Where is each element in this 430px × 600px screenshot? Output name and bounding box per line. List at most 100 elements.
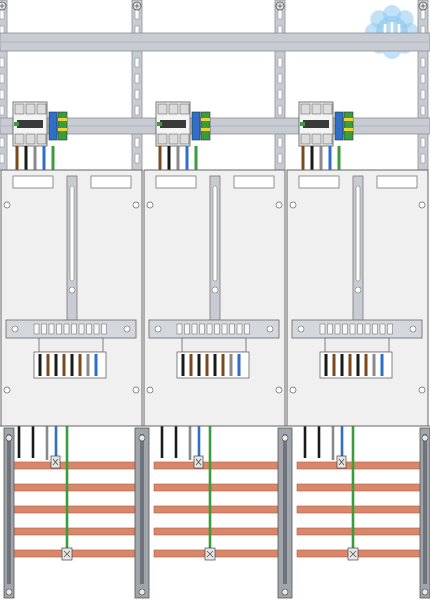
connector-pin xyxy=(357,323,363,335)
panel-hole xyxy=(146,201,154,209)
terminal-block-icon xyxy=(191,111,211,141)
bottom-rail xyxy=(419,427,430,599)
mount-slot xyxy=(69,185,75,282)
busbar xyxy=(10,483,137,492)
breaker-pole xyxy=(179,103,190,115)
mount-slot xyxy=(355,185,361,282)
rail-slot xyxy=(0,89,5,100)
connector-pin xyxy=(387,323,393,335)
label-window xyxy=(376,175,418,189)
wire-terminal-window xyxy=(319,351,393,379)
mount-hole xyxy=(354,286,362,294)
rail-slot xyxy=(0,153,5,164)
busbar xyxy=(153,461,280,470)
connector-pin xyxy=(244,323,250,335)
busbar xyxy=(153,549,280,558)
connector-pin xyxy=(349,323,356,335)
rail-slot xyxy=(277,137,283,148)
tag-mark xyxy=(349,550,357,558)
rail-slot xyxy=(134,57,140,68)
busbar xyxy=(296,483,423,492)
base-hole xyxy=(409,325,417,333)
connector-pin xyxy=(48,323,55,335)
rail-slot xyxy=(134,153,140,164)
rail-slot xyxy=(420,73,426,84)
breaker-pole xyxy=(300,133,311,145)
busbar xyxy=(296,461,423,470)
rail-slot xyxy=(134,89,140,100)
vertical-rail xyxy=(0,0,8,171)
connector-pin xyxy=(199,323,205,335)
screw-slot xyxy=(0,3,5,9)
busbar xyxy=(10,527,137,536)
terminal-blue xyxy=(191,111,201,141)
tag-mark xyxy=(338,458,345,466)
breaker-pole xyxy=(14,103,25,115)
terminal-block-icon xyxy=(334,111,354,141)
vertical-rail xyxy=(417,0,429,171)
panel-hole xyxy=(418,386,426,394)
busbar xyxy=(296,527,423,536)
terminal-stripe xyxy=(344,128,353,131)
connector-pin xyxy=(214,323,220,335)
screw-icon xyxy=(138,434,146,442)
screw-icon xyxy=(421,434,429,442)
connector-pin xyxy=(86,323,92,335)
breaker-pole xyxy=(36,103,47,115)
connector-pin xyxy=(236,323,243,335)
terminal-stripe xyxy=(58,118,67,121)
panel-hole xyxy=(275,386,283,394)
breaker-pole xyxy=(311,103,322,115)
n-tag-icon xyxy=(50,455,61,469)
breaker-toggle xyxy=(17,120,43,128)
rail-slot xyxy=(420,57,426,68)
rail-slot xyxy=(420,89,426,100)
field-left xyxy=(0,101,143,561)
connector-pin xyxy=(334,323,341,335)
screw-icon xyxy=(5,588,13,596)
panel-hole xyxy=(275,201,283,209)
panel-hole xyxy=(289,386,297,394)
terminal-green xyxy=(57,111,68,141)
connector-pin xyxy=(191,323,198,335)
screw-icon xyxy=(138,588,146,596)
breaker-indicator xyxy=(14,122,19,126)
vertical-rail xyxy=(131,0,143,171)
connector-pin xyxy=(229,323,235,335)
busbar xyxy=(296,549,423,558)
terminal-stripe xyxy=(201,128,210,131)
rail-slot xyxy=(134,9,140,20)
panel-hole xyxy=(3,386,11,394)
busbar xyxy=(153,505,280,514)
breaker-pole xyxy=(168,133,179,145)
breaker-icon xyxy=(298,101,334,147)
tag-mark xyxy=(52,458,59,466)
screw-icon xyxy=(0,1,7,11)
connector-pin xyxy=(63,323,70,335)
connector-housing xyxy=(324,337,390,353)
base-hole xyxy=(123,325,131,333)
breaker-toggle xyxy=(160,120,186,128)
screw-icon xyxy=(5,434,13,442)
mount-hole xyxy=(68,286,76,294)
rail-slot xyxy=(277,153,283,164)
base-hole xyxy=(297,325,305,333)
rail-slot xyxy=(277,105,283,116)
wire-terminal-window xyxy=(33,351,107,379)
screw-icon xyxy=(132,1,142,11)
connector-pin xyxy=(93,323,100,335)
rail-groove xyxy=(283,434,287,584)
connector-pin xyxy=(56,323,62,335)
terminal-stripe xyxy=(201,118,210,121)
breaker-pole xyxy=(14,133,25,145)
vertical-rail xyxy=(274,0,286,171)
screw-icon xyxy=(275,1,285,11)
connector-pin xyxy=(327,323,333,335)
busbar xyxy=(153,483,280,492)
connector-pin xyxy=(78,323,85,335)
meter-panel xyxy=(0,169,143,427)
terminal-blue xyxy=(48,111,58,141)
meter-panel xyxy=(286,169,429,427)
breaker-pole xyxy=(322,133,333,145)
